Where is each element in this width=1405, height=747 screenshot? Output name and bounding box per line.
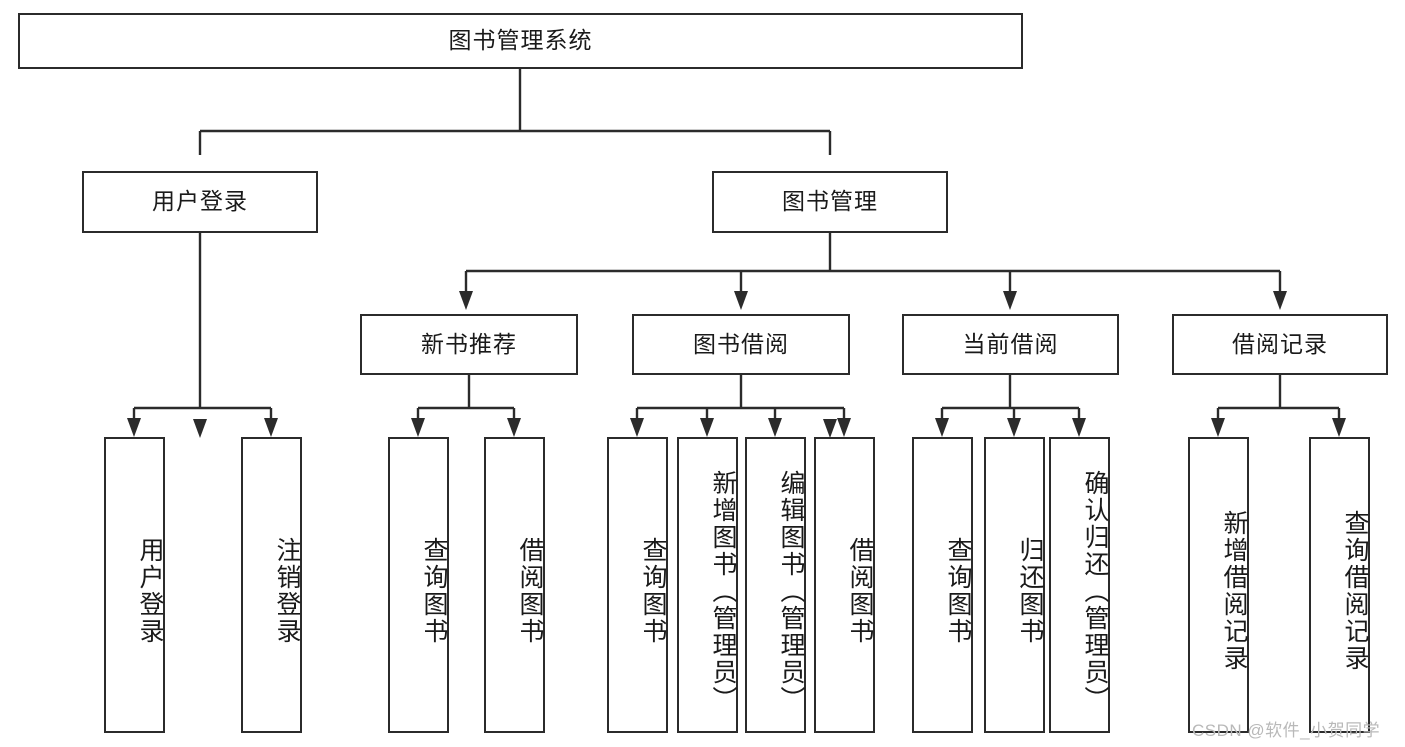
leaf-node[interactable]: 编辑图书（管理员） — [745, 437, 806, 733]
node-book-borrow-label: 图书借阅 — [693, 330, 789, 357]
leaf-label: 注销登录 — [273, 537, 301, 645]
node-new-book-recommend[interactable]: 新书推荐 — [360, 314, 578, 375]
leaf-label: 归还图书 — [1016, 537, 1044, 645]
watermark: CSDN @软件_小贺同学 — [1192, 721, 1381, 740]
leaf-node[interactable]: 注销登录 — [241, 437, 302, 733]
leaf-node[interactable]: 查询图书 — [607, 437, 668, 733]
leaf-label: 查询图书 — [420, 537, 448, 645]
leaf-node[interactable]: 归还图书 — [984, 437, 1045, 733]
leaf-node[interactable]: 查询借阅记录 — [1309, 437, 1370, 733]
leaf-node[interactable]: 新增借阅记录 — [1188, 437, 1249, 733]
node-root[interactable]: 图书管理系统 — [18, 13, 1023, 69]
leaf-label: 查询图书 — [639, 537, 667, 645]
node-book-borrow[interactable]: 图书借阅 — [632, 314, 850, 375]
node-new-book-recommend-label: 新书推荐 — [421, 330, 517, 357]
leaf-label: 查询图书 — [944, 537, 972, 645]
leaf-node[interactable]: 用户登录 — [104, 437, 165, 733]
leaf-label: 用户登录 — [136, 537, 164, 645]
leaf-label: 新增借阅记录 — [1220, 510, 1248, 672]
node-root-label: 图书管理系统 — [448, 27, 593, 54]
node-user-login[interactable]: 用户登录 — [82, 171, 318, 233]
leaf-node[interactable]: 借阅图书 — [814, 437, 875, 733]
leaf-node[interactable]: 借阅图书 — [484, 437, 545, 733]
leaf-node[interactable]: 查询图书 — [912, 437, 973, 733]
leaf-label: 确认归还（管理员） — [1081, 469, 1109, 713]
node-current-borrow-label: 当前借阅 — [962, 330, 1059, 357]
node-borrow-record[interactable]: 借阅记录 — [1172, 314, 1388, 375]
leaf-node[interactable]: 确认归还（管理员） — [1049, 437, 1110, 733]
node-current-borrow[interactable]: 当前借阅 — [902, 314, 1119, 375]
node-book-management[interactable]: 图书管理 — [712, 171, 948, 233]
leaf-node[interactable]: 查询图书 — [388, 437, 449, 733]
leaf-label: 借阅图书 — [516, 537, 544, 645]
node-book-management-label: 图书管理 — [782, 188, 878, 215]
leaf-label: 新增图书（管理员） — [709, 469, 737, 713]
node-user-login-label: 用户登录 — [152, 188, 248, 215]
leaf-label: 查询借阅记录 — [1341, 510, 1369, 672]
leaf-label: 借阅图书 — [846, 537, 874, 645]
leaf-node[interactable]: 新增图书（管理员） — [677, 437, 738, 733]
node-borrow-record-label: 借阅记录 — [1232, 330, 1328, 357]
leaf-label: 编辑图书（管理员） — [777, 469, 805, 713]
